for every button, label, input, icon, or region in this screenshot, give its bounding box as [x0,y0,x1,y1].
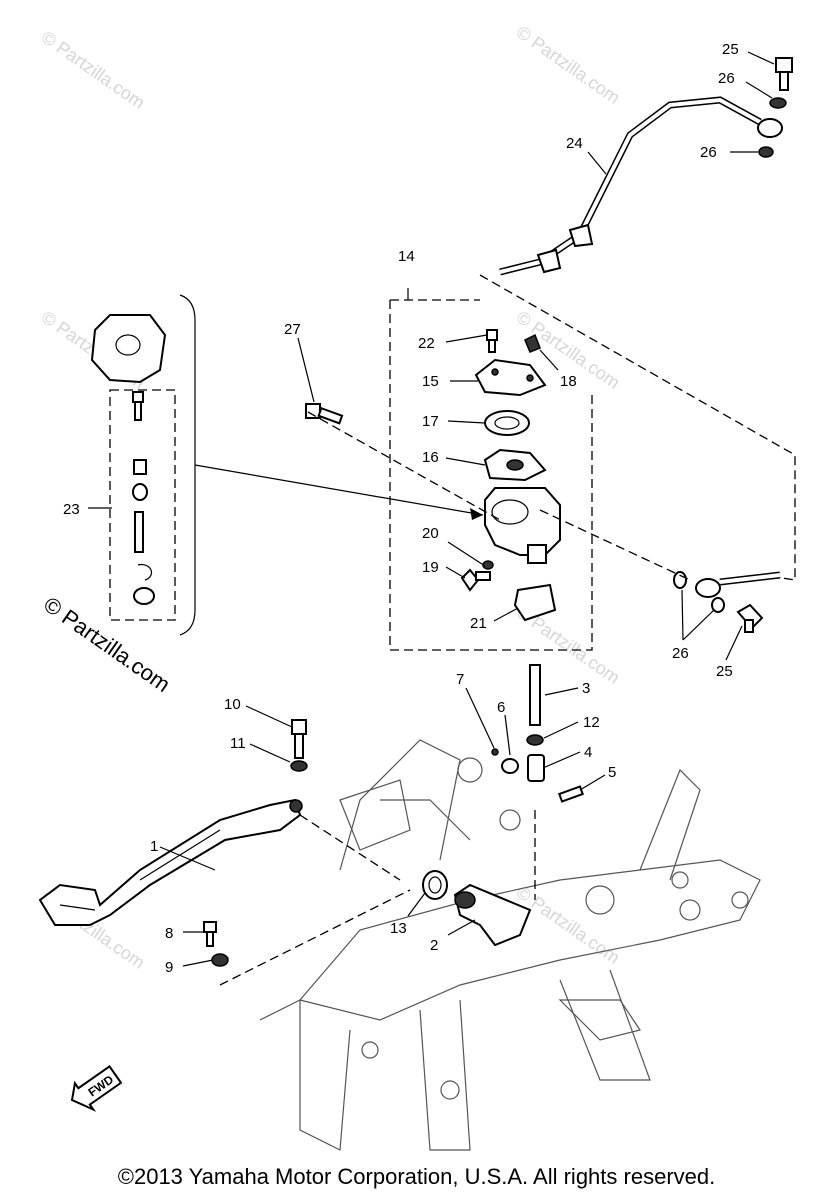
callout-label: 16 [422,449,439,466]
callout-label: 10 [224,696,241,713]
brake-hose [499,57,793,633]
callout-label: 20 [422,525,439,542]
callout-label: 21 [470,615,487,632]
callout-label: 13 [390,920,407,937]
watermark-text: © Partzilla.com [513,22,624,108]
leader-lines [88,51,775,967]
watermark-text: © Partzilla.com [513,882,624,968]
adjust-bolt [203,921,229,967]
callout-label: 14 [398,248,415,265]
callout-label: 27 [284,321,301,338]
callout-label: 2 [430,937,438,954]
spring-clip [422,870,448,900]
frame-structure [259,739,761,1151]
callout-label: 8 [165,925,173,942]
brake-pedal [38,798,303,926]
callout-label: 15 [422,373,439,390]
callout-label: 7 [456,671,464,688]
callout-label: 5 [608,764,616,781]
callout-label: 17 [422,413,439,430]
callout-label: 24 [566,135,583,152]
pedal-bolt [290,719,308,772]
watermark-main-text: © Partzilla.com [39,592,175,698]
brake-shaft [453,883,532,947]
callout-label: 25 [722,41,739,58]
callout-label: 6 [497,699,505,716]
callout-label: 25 [716,663,733,680]
callout-label: 18 [560,373,577,390]
callout-label: 9 [165,959,173,976]
push-rod-assembly [491,664,584,803]
callout-label: 11 [230,735,246,752]
callout-label: 19 [422,559,439,576]
callout-label: 23 [63,501,80,518]
callout-label: 1 [150,838,158,855]
callout-labels: 1 2 3 4 5 6 7 8 9 10 11 12 13 14 15 16 1… [63,41,739,976]
callout-label: 26 [672,645,689,662]
callout-label: 4 [584,744,592,761]
callout-label: 12 [583,714,600,731]
copyright-notice: ©2013 Yamaha Motor Corporation, U.S.A. A… [117,1164,716,1189]
callout-label: 3 [582,680,590,697]
fwd-arrow-badge: FWD [70,1065,123,1112]
mount-bolt [305,403,344,425]
master-cylinder-group [389,299,593,651]
reservoir-group [90,294,484,636]
callout-label: 22 [418,335,435,352]
routing-lines [219,274,796,986]
watermark-text: © Partzilla.com [38,27,149,113]
callout-label: 26 [700,144,717,161]
callout-label: 26 [718,70,735,87]
